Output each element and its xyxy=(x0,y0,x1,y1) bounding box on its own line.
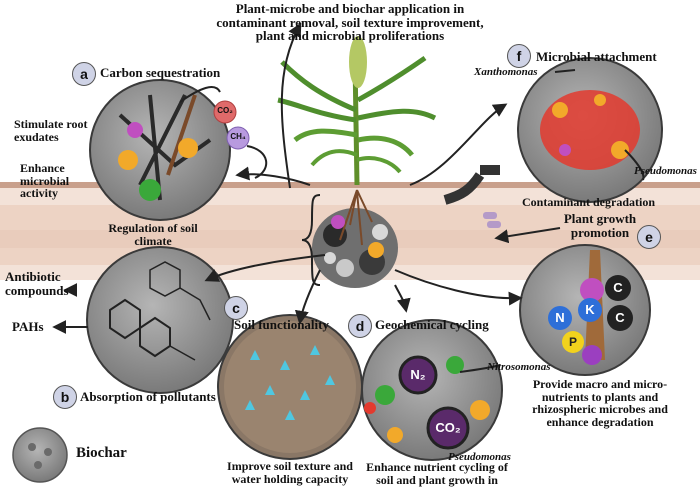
badge-d: d xyxy=(348,314,372,338)
panel-b-circle xyxy=(86,246,234,394)
panel-e-title: Plant growth promotion xyxy=(555,212,645,239)
panel-e-bottom: Provide macro and micro- nutrients to pl… xyxy=(520,378,680,428)
label-stimulate-root: Stimulate root xyxy=(14,117,88,131)
xanthomonas-label: Xanthomonas xyxy=(474,66,538,78)
label-provide-macro: Provide macro and micro- xyxy=(532,377,668,391)
panel-c-bottom: Improve soil texture and water holding c… xyxy=(200,460,380,485)
diagram-title: Plant-microbe and biochar application in… xyxy=(200,2,500,43)
plant-illustration xyxy=(277,36,437,186)
badge-a: a xyxy=(72,62,96,86)
panel-f-circle xyxy=(517,57,663,203)
panel-e-circle xyxy=(519,244,651,376)
label-enhance-degradation: enhance degradation xyxy=(546,414,654,429)
nutrient-k: K xyxy=(585,302,595,317)
badge-e: e xyxy=(637,225,661,249)
label-water-holding: water holding capacity xyxy=(231,471,349,486)
panel-f-bottom: Contaminant degradation xyxy=(522,195,656,209)
ch4-gas-label: CH₄ xyxy=(230,132,246,141)
panel-b-pahs: PAHs xyxy=(12,319,44,334)
panel-d-circle xyxy=(361,319,503,461)
label-compounds: compounds xyxy=(5,282,69,298)
panel-a-circle xyxy=(89,79,250,221)
nutrient-c-2: C xyxy=(615,310,625,325)
panel-d-bottom: Enhance nutrient cycling of soil and pla… xyxy=(352,461,522,486)
label-improve-soil: Improve soil texture and xyxy=(227,459,353,473)
pseudomonas-f-label: Pseudomonas xyxy=(634,165,697,177)
label-promotion: promotion xyxy=(570,224,630,240)
label-regulation: Regulation of soil xyxy=(108,221,198,235)
legend-biochar-label: Biochar xyxy=(76,445,127,461)
label-soil-plant: soil and plant growth in xyxy=(376,472,498,487)
pseudomonas-d-label: Pseudomonas xyxy=(448,451,511,463)
title-line-1: Plant-microbe and biochar application in xyxy=(235,1,465,16)
badge-b: b xyxy=(53,385,77,409)
nutrient-n: N xyxy=(555,310,565,325)
label-rhizospheric: rhizospheric microbes and xyxy=(532,402,668,417)
label-nutrients-plants: nutrients to plants and xyxy=(541,389,659,404)
co2-cycle-label: CO₂ xyxy=(435,420,461,435)
label-microbial: microbial xyxy=(20,173,70,188)
panel-c-title: Soil functionality xyxy=(234,317,329,332)
panel-b-title: Absorption of pollutants xyxy=(80,389,216,404)
pipe-illustration xyxy=(443,165,501,228)
panel-d-title: Geochemical cycling xyxy=(375,317,489,332)
co2-gas-label: CO₂ xyxy=(217,106,233,115)
brace xyxy=(301,194,321,286)
label-climate: climate xyxy=(134,233,172,248)
label-enhance: Enhance xyxy=(20,161,65,175)
badge-c: c xyxy=(224,296,248,320)
legend-biochar-swatch xyxy=(12,427,68,483)
panel-a-title: Carbon sequestration xyxy=(100,65,221,80)
title-line-3: plant and microbial proliferations xyxy=(255,28,445,44)
nutrient-p: P xyxy=(568,335,577,349)
panel-f-title: Microbial attachment xyxy=(536,49,657,64)
label-antibiotic: Antibiotic xyxy=(5,269,61,284)
nitrosomonas-label: Nitrosomonas xyxy=(487,361,551,373)
label-activity: activity xyxy=(20,186,58,201)
label-exudates: exudates xyxy=(14,129,59,144)
badge-f: f xyxy=(507,44,531,68)
panel-b-antibiotic: Antibiotic compounds xyxy=(5,270,69,297)
panel-a-root-exudates: Stimulate root exudates xyxy=(14,118,87,143)
nutrient-c-1: C xyxy=(613,280,623,295)
central-soil-cluster xyxy=(312,189,398,288)
panel-a-soil-climate: Regulation of soil climate xyxy=(88,222,218,247)
label-plant-growth: Plant growth xyxy=(563,211,637,226)
title-line-2: contaminant removal, soil texture improv… xyxy=(216,14,484,30)
panel-c-circle xyxy=(217,314,363,460)
label-enhance-nutrient: Enhance nutrient cycling of xyxy=(366,460,508,474)
panel-a-microbial-activity: Enhance microbial activity xyxy=(20,162,69,200)
arrows xyxy=(52,22,645,373)
n2-label: N₂ xyxy=(410,367,426,382)
